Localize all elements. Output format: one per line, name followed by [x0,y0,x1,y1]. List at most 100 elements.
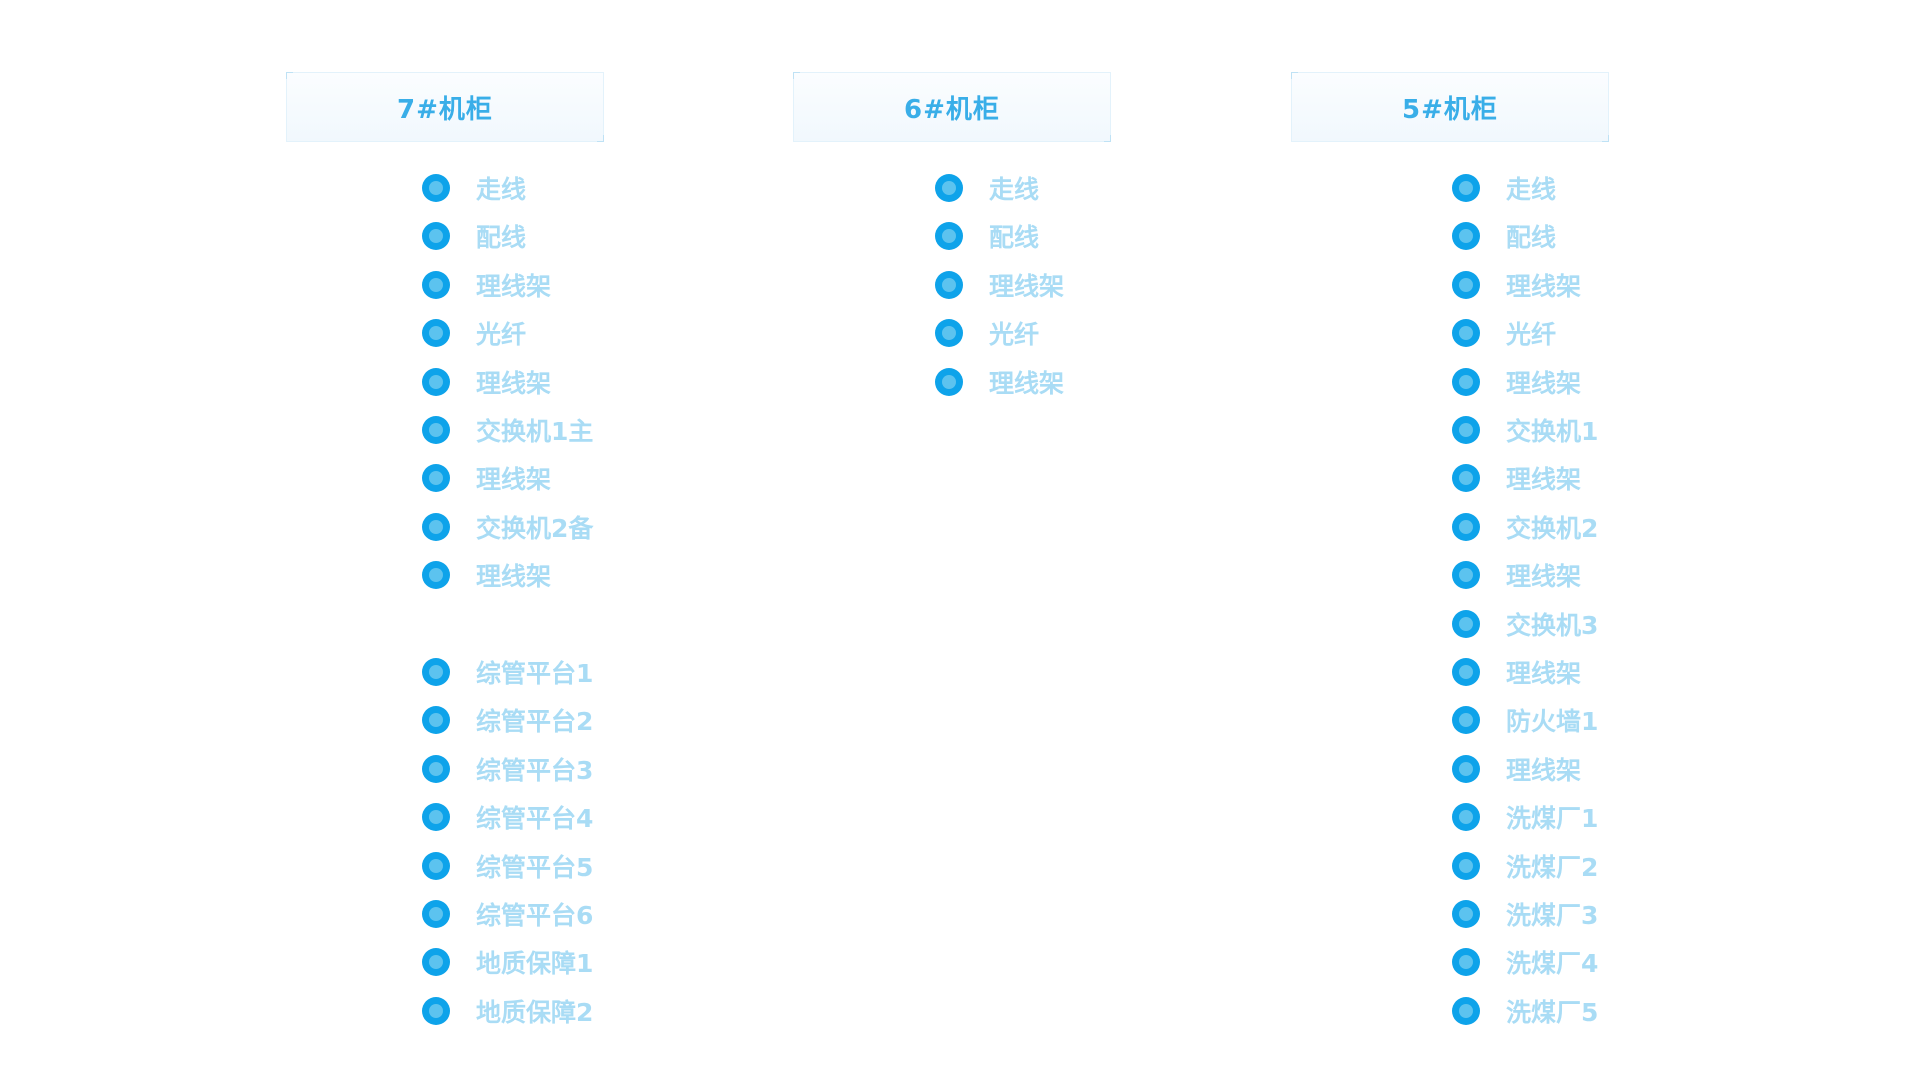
device-label: 光纤 [476,320,527,350]
status-dot-icon [1452,754,1480,783]
list-item[interactable]: 洗煤厂2 [1452,842,1598,890]
device-label: 理线架 [989,368,1065,398]
cabinet-7-header: 7#机柜 [286,72,604,142]
list-item[interactable]: 理线架 [1452,648,1581,696]
status-dot-icon [1452,416,1480,444]
list-item[interactable]: 理线架 [1452,358,1581,406]
list-item[interactable]: 配线 [422,212,526,260]
status-dot-icon [422,803,450,832]
status-dot-icon [422,561,450,590]
device-label: 综管平台3 [476,755,594,785]
cabinet-5: 5#机柜 走线 配线 理线架 光纤 理线架 交换机1 理线架 交换机2 理线架 … [1291,72,1609,1027]
status-dot-icon [1452,270,1480,299]
list-item[interactable]: 综管平台4 [422,793,593,841]
status-dot-icon [422,367,450,396]
status-dot-icon [422,754,450,783]
list-item[interactable]: 走线 [935,164,1039,212]
list-item[interactable]: 综管平台5 [422,842,593,890]
list-item[interactable]: 交换机1 [1452,406,1598,454]
list-item[interactable]: 理线架 [422,358,551,406]
list-item[interactable]: 地质保障2 [422,987,593,1035]
device-label: 走线 [1506,175,1557,204]
list-item[interactable]: 综管平台2 [422,696,593,744]
list-item[interactable]: 洗煤厂3 [1452,890,1598,938]
list-item[interactable]: 综管平台6 [422,890,593,938]
status-dot-icon [935,174,963,202]
device-label: 理线架 [1506,755,1582,785]
cabinet-title: 5#机柜 [1402,94,1498,125]
status-dot-icon [422,512,450,541]
list-item[interactable]: 理线架 [422,261,551,309]
device-label: 交换机1 [1506,417,1599,446]
status-dot-icon [422,222,450,251]
list-item[interactable]: 洗煤厂4 [1452,938,1598,986]
list-item[interactable]: 走线 [1452,164,1556,212]
list-item[interactable]: 交换机1主 [422,406,593,454]
status-dot-icon [1452,851,1480,880]
device-label: 理线架 [476,271,552,301]
status-dot-icon [422,319,450,348]
device-label: 走线 [476,175,527,204]
status-dot-icon [1452,512,1480,541]
list-item[interactable]: 理线架 [1452,454,1581,502]
status-dot-icon [422,416,450,444]
list-item[interactable]: 综管平台3 [422,745,593,793]
list-item[interactable]: 配线 [1452,212,1556,260]
list-item[interactable]: 洗煤厂5 [1452,987,1598,1035]
status-dot-icon [935,319,963,348]
device-label: 配线 [1506,223,1557,253]
list-item[interactable]: 配线 [935,212,1039,260]
status-dot-icon [1452,464,1480,493]
device-label: 洗煤厂5 [1506,997,1599,1027]
list-item[interactable]: 光纤 [935,309,1039,357]
device-label: 综管平台1 [476,659,594,688]
list-item[interactable]: 理线架 [935,261,1064,309]
device-label: 理线架 [1506,562,1582,592]
status-dot-icon [422,900,450,928]
device-label: 洗煤厂1 [1506,804,1599,834]
list-item[interactable]: 理线架 [422,551,551,599]
status-dot-icon [1452,803,1480,832]
status-dot-icon [422,851,450,880]
list-item[interactable]: 防火墙1 [1452,696,1598,744]
device-label: 理线架 [476,465,552,495]
device-label: 理线架 [476,368,552,398]
list-item[interactable]: 综管平台1 [422,648,593,696]
status-dot-icon [1452,996,1480,1025]
device-label: 综管平台2 [476,707,594,737]
status-dot-icon [1452,174,1480,202]
list-item[interactable]: 交换机2 [1452,503,1598,551]
device-label: 交换机1主 [476,417,594,446]
status-dot-icon [1452,367,1480,396]
device-label: 防火墙1 [1506,707,1599,737]
cabinet-7: 7#机柜 走线 配线 理线架 光纤 理线架 交换机1主 理线架 交换机2备 理线… [286,72,604,1027]
device-label: 配线 [989,223,1040,253]
device-label: 地质保障2 [476,997,594,1027]
list-item[interactable]: 理线架 [422,454,551,502]
status-dot-icon [1452,319,1480,348]
status-dot-icon [422,174,450,202]
status-dot-icon [422,996,450,1025]
list-item[interactable]: 理线架 [1452,745,1581,793]
status-dot-icon [422,948,450,977]
device-label: 理线架 [1506,465,1582,495]
list-item[interactable]: 走线 [422,164,526,212]
status-dot-icon [1452,561,1480,590]
status-dot-icon [422,706,450,735]
list-item[interactable]: 洗煤厂1 [1452,793,1598,841]
list-item[interactable]: 光纤 [422,309,526,357]
status-dot-icon [422,658,450,686]
list-item[interactable]: 理线架 [935,358,1064,406]
device-label: 地质保障1 [476,949,594,979]
device-label: 光纤 [989,320,1040,350]
list-item[interactable]: 理线架 [1452,261,1581,309]
list-item[interactable]: 理线架 [1452,551,1581,599]
status-dot-icon [1452,900,1480,928]
list-item[interactable]: 地质保障1 [422,938,593,986]
list-item[interactable]: 交换机3 [1452,600,1598,648]
cabinet-title: 6#机柜 [904,94,1000,125]
device-label: 综管平台6 [476,901,594,930]
list-item[interactable]: 交换机2备 [422,503,593,551]
device-label: 综管平台4 [476,804,594,834]
list-item[interactable]: 光纤 [1452,309,1556,357]
